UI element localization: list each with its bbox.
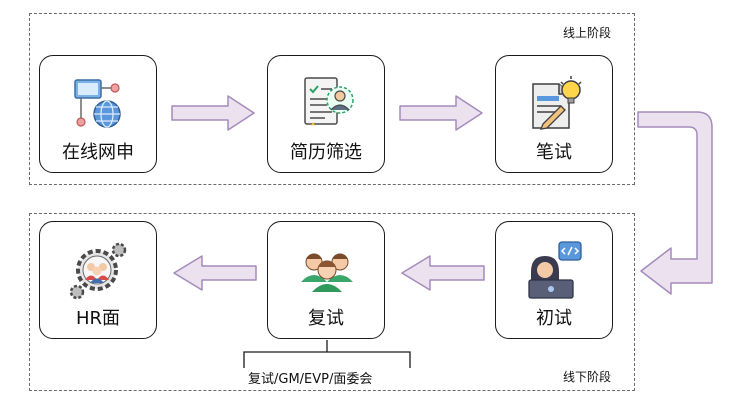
online-phase-frame (29, 13, 635, 185)
step-hr-interview: HR面 (39, 221, 157, 339)
online-application-icon (74, 79, 121, 128)
second-interview-note: 复试/GM/EVP/面委会 (248, 372, 373, 387)
second-interview-icon (301, 253, 353, 292)
step-label: 在线网申 (62, 142, 134, 163)
note-bracket (243, 351, 411, 368)
step-second-interview: 复试 (267, 221, 385, 339)
step-first-interview: 初试 (495, 221, 613, 339)
arrow-1-to-2 (171, 95, 255, 131)
step-online-application: 在线网申 (39, 55, 157, 173)
step-written-test: 笔试 (495, 55, 613, 173)
arrow-2-to-3 (399, 95, 483, 131)
step-label: 初试 (536, 308, 572, 329)
step-label: HR面 (75, 308, 121, 329)
step-label: 复试 (308, 308, 344, 329)
step-label: 笔试 (536, 142, 572, 163)
hr-interview-icon (69, 242, 127, 300)
resume-screening-icon (304, 77, 354, 126)
step-label: 简历筛选 (290, 142, 362, 163)
first-interview-icon (528, 241, 582, 299)
offline-phase-frame (29, 213, 635, 391)
arrow-5-to-6 (173, 255, 257, 291)
arrow-4-to-5 (401, 255, 485, 291)
arrow-3-to-4 (637, 111, 713, 295)
step-resume-screening: 简历筛选 (267, 55, 385, 173)
offline-phase-label: 线下阶段 (563, 370, 612, 384)
written-test-icon (532, 76, 582, 130)
online-phase-label: 线上阶段 (563, 26, 612, 40)
